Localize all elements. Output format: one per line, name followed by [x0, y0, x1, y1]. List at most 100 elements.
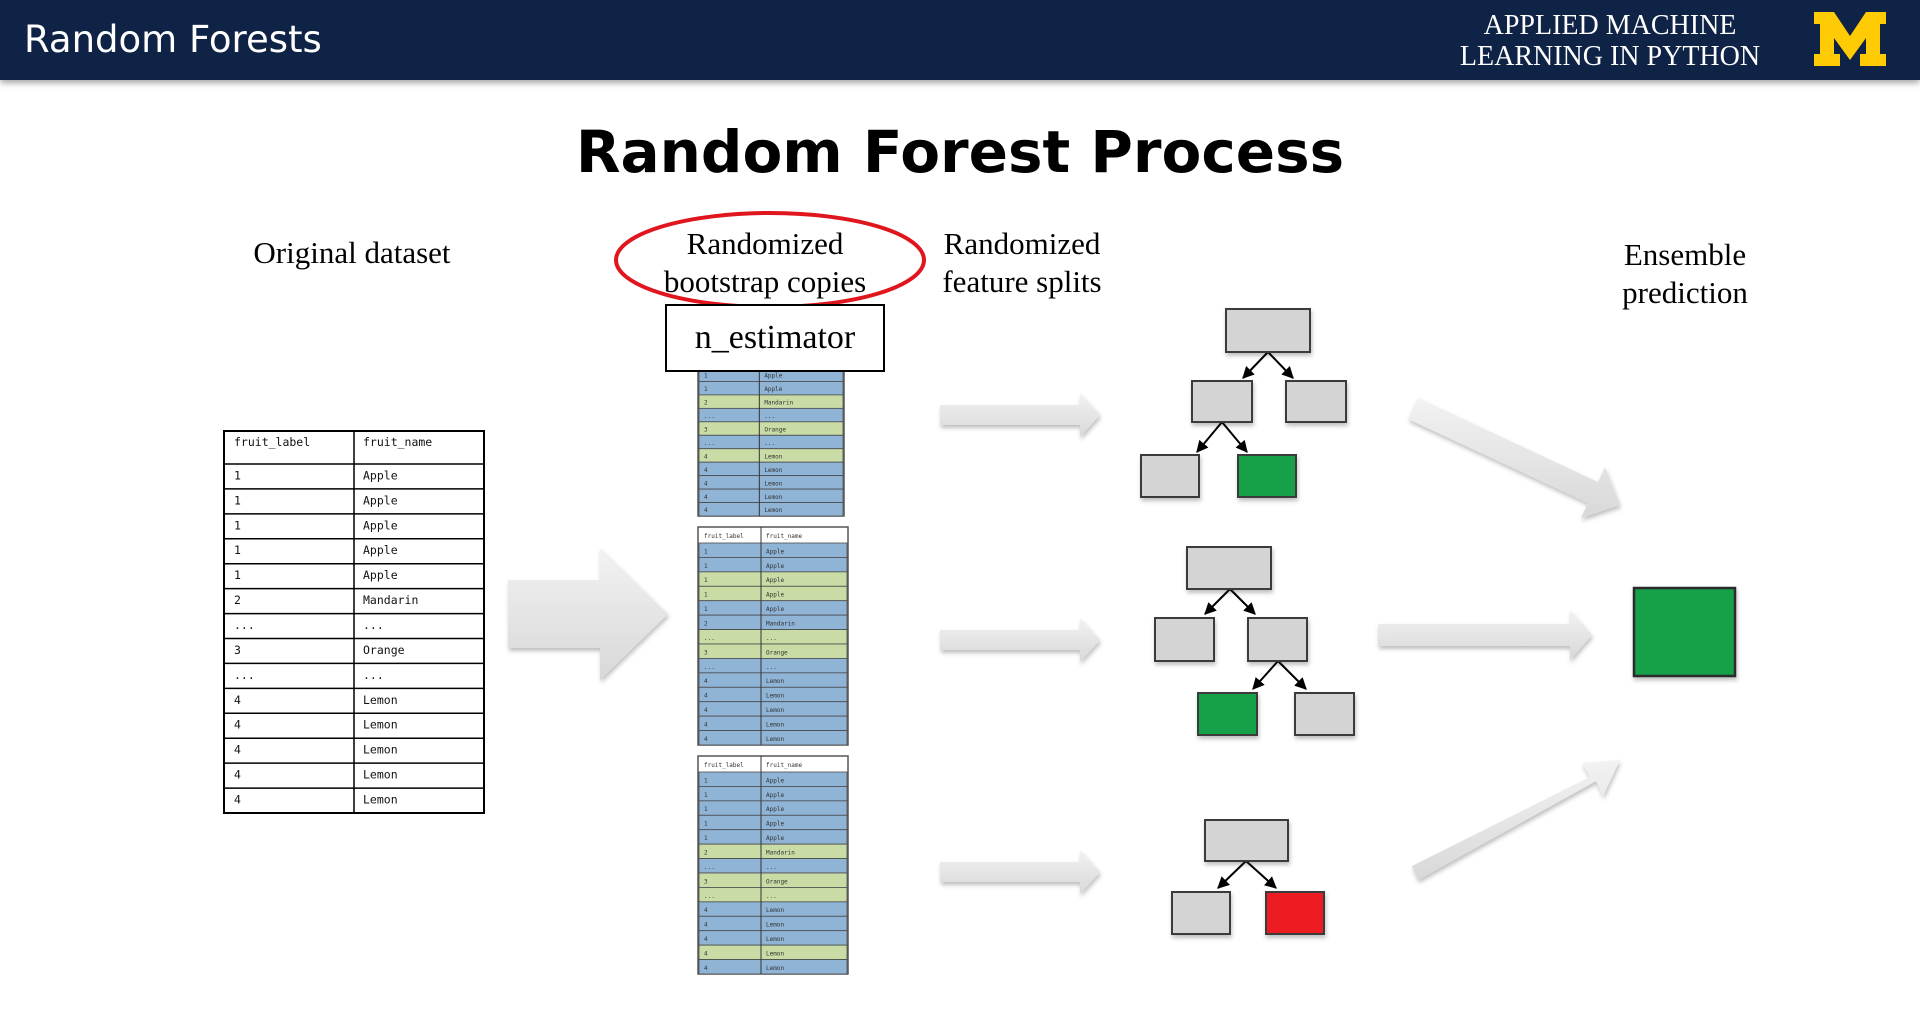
brand-line-1: APPLIED MACHINE: [1483, 10, 1737, 41]
mini-cell-name: Lemon: [766, 936, 784, 943]
tree-leaf-result: [1197, 692, 1258, 736]
mini-cell-name: Mandarin: [766, 621, 795, 628]
mini-cell-name: Apple: [766, 548, 784, 555]
tree-node: [1186, 546, 1272, 590]
mini-cell-label: 1: [704, 835, 708, 842]
original-table-header: fruit_label: [234, 435, 310, 449]
table-cell-name: Mandarin: [363, 593, 418, 607]
splits-label-line-1: Randomized: [943, 226, 1101, 261]
mini-cell-name: ...: [766, 864, 777, 871]
tree-node: [1294, 692, 1355, 736]
mini-cell-name: Mandarin: [764, 400, 793, 407]
mini-cell-name: Apple: [766, 821, 784, 828]
mini-cell-name: ...: [766, 664, 777, 671]
mini-cell-label: 1: [704, 777, 708, 784]
mini-cell-name: Apple: [766, 563, 784, 570]
table-cell-label: 1: [234, 568, 241, 582]
mini-cell-name: ...: [766, 635, 777, 642]
mini-cell-name: Orange: [766, 878, 788, 885]
university-m-logo: [1814, 12, 1886, 66]
mini-cell-label: ...: [704, 635, 715, 642]
mini-cell-label: 1: [704, 563, 708, 570]
mini-cell-label: 4: [704, 507, 708, 514]
mini-cell-label: 4: [704, 453, 708, 460]
mini-cell-label: 2: [704, 850, 708, 857]
table-cell-label: 4: [234, 693, 241, 707]
original-table-header: fruit_name: [363, 435, 432, 449]
table-cell-label: 4: [234, 743, 241, 757]
mini-cell-name: ...: [766, 893, 777, 900]
decision-tree-2: [1154, 546, 1355, 736]
mini-cell-label: 4: [704, 707, 708, 714]
mini-table-row: [698, 959, 848, 975]
mini-cell-label: 1: [704, 592, 708, 599]
mini-cell-label: 1: [704, 373, 708, 380]
table-cell-name: Apple: [363, 493, 398, 507]
mini-cell-label: 4: [704, 936, 708, 943]
mini-cell-name: Apple: [766, 806, 784, 813]
tree-node: [1171, 891, 1231, 935]
ensemble-label-line-1: Ensemble: [1623, 237, 1747, 272]
arrow-to-ensemble-1: [1408, 398, 1620, 518]
table-cell-name: Lemon: [363, 743, 398, 757]
table-cell-label: 4: [234, 793, 241, 807]
mini-cell-label: 4: [704, 965, 708, 972]
mini-cell-name: Orange: [764, 427, 786, 434]
table-cell-name: Apple: [363, 568, 398, 582]
mini-cell-label: 4: [704, 678, 708, 685]
mini-cell-label: ...: [704, 440, 715, 447]
mini-cell-label: ...: [704, 864, 715, 871]
feature-splits-label: Randomized feature splits: [912, 225, 1132, 301]
mini-cell-name: Lemon: [766, 722, 784, 729]
mini-table-header: fruit_label: [704, 533, 744, 540]
mini-cell-name: ...: [764, 413, 775, 420]
mini-cell-name: Lemon: [766, 951, 784, 958]
table-cell-label: ...: [234, 618, 255, 632]
mini-cell-name: Apple: [766, 835, 784, 842]
mini-cell-label: 4: [704, 494, 708, 501]
mini-cell-label: 4: [704, 693, 708, 700]
arrow-to-ensemble-3: [1412, 760, 1620, 880]
arrow-to-tree-2: [940, 618, 1100, 662]
mini-cell-label: 3: [704, 878, 708, 885]
tree-node: [1140, 454, 1200, 498]
arrow-to-tree-3: [940, 850, 1100, 894]
table-cell-label: 2: [234, 593, 241, 607]
mini-cell-label: 3: [704, 649, 708, 656]
mini-cell-name: Lemon: [766, 736, 784, 743]
header-title: Random Forests: [24, 18, 322, 61]
tree-node: [1285, 380, 1347, 423]
mini-cell-label: 1: [704, 806, 708, 813]
mini-cell-name: Lemon: [764, 453, 782, 460]
mini-cell-name: Lemon: [764, 467, 782, 474]
mini-cell-label: ...: [704, 413, 715, 420]
mini-cell-name: Apple: [766, 577, 784, 584]
tree-node: [1191, 380, 1253, 423]
table-cell-label: 1: [234, 493, 241, 507]
mini-cell-label: 4: [704, 907, 708, 914]
table-cell-label: 1: [234, 468, 241, 482]
mini-cell-label: 1: [704, 386, 708, 393]
table-cell-name: Lemon: [363, 693, 398, 707]
arrow-to-tree-1: [940, 393, 1100, 437]
ensemble-result: [1632, 586, 1737, 678]
table-cell-name: Apple: [363, 543, 398, 557]
table-cell-label: 1: [234, 518, 241, 532]
mini-cell-name: Lemon: [764, 480, 782, 487]
bootstrap-copies-label: Randomized bootstrap copies: [640, 225, 890, 301]
tree-node: [1204, 819, 1289, 862]
table-cell-name: ...: [363, 668, 384, 682]
mini-cell-name: Lemon: [766, 922, 784, 929]
mini-cell-label: ...: [704, 664, 715, 671]
mini-cell-label: 1: [704, 606, 708, 613]
mini-cell-label: 1: [704, 821, 708, 828]
mini-cell-name: Mandarin: [766, 850, 795, 857]
table-cell-label: 4: [234, 718, 241, 732]
table-cell-name: Apple: [363, 468, 398, 482]
table-cell-label: 4: [234, 768, 241, 782]
mini-cell-name: Lemon: [766, 907, 784, 914]
big-arrow: [508, 548, 668, 680]
